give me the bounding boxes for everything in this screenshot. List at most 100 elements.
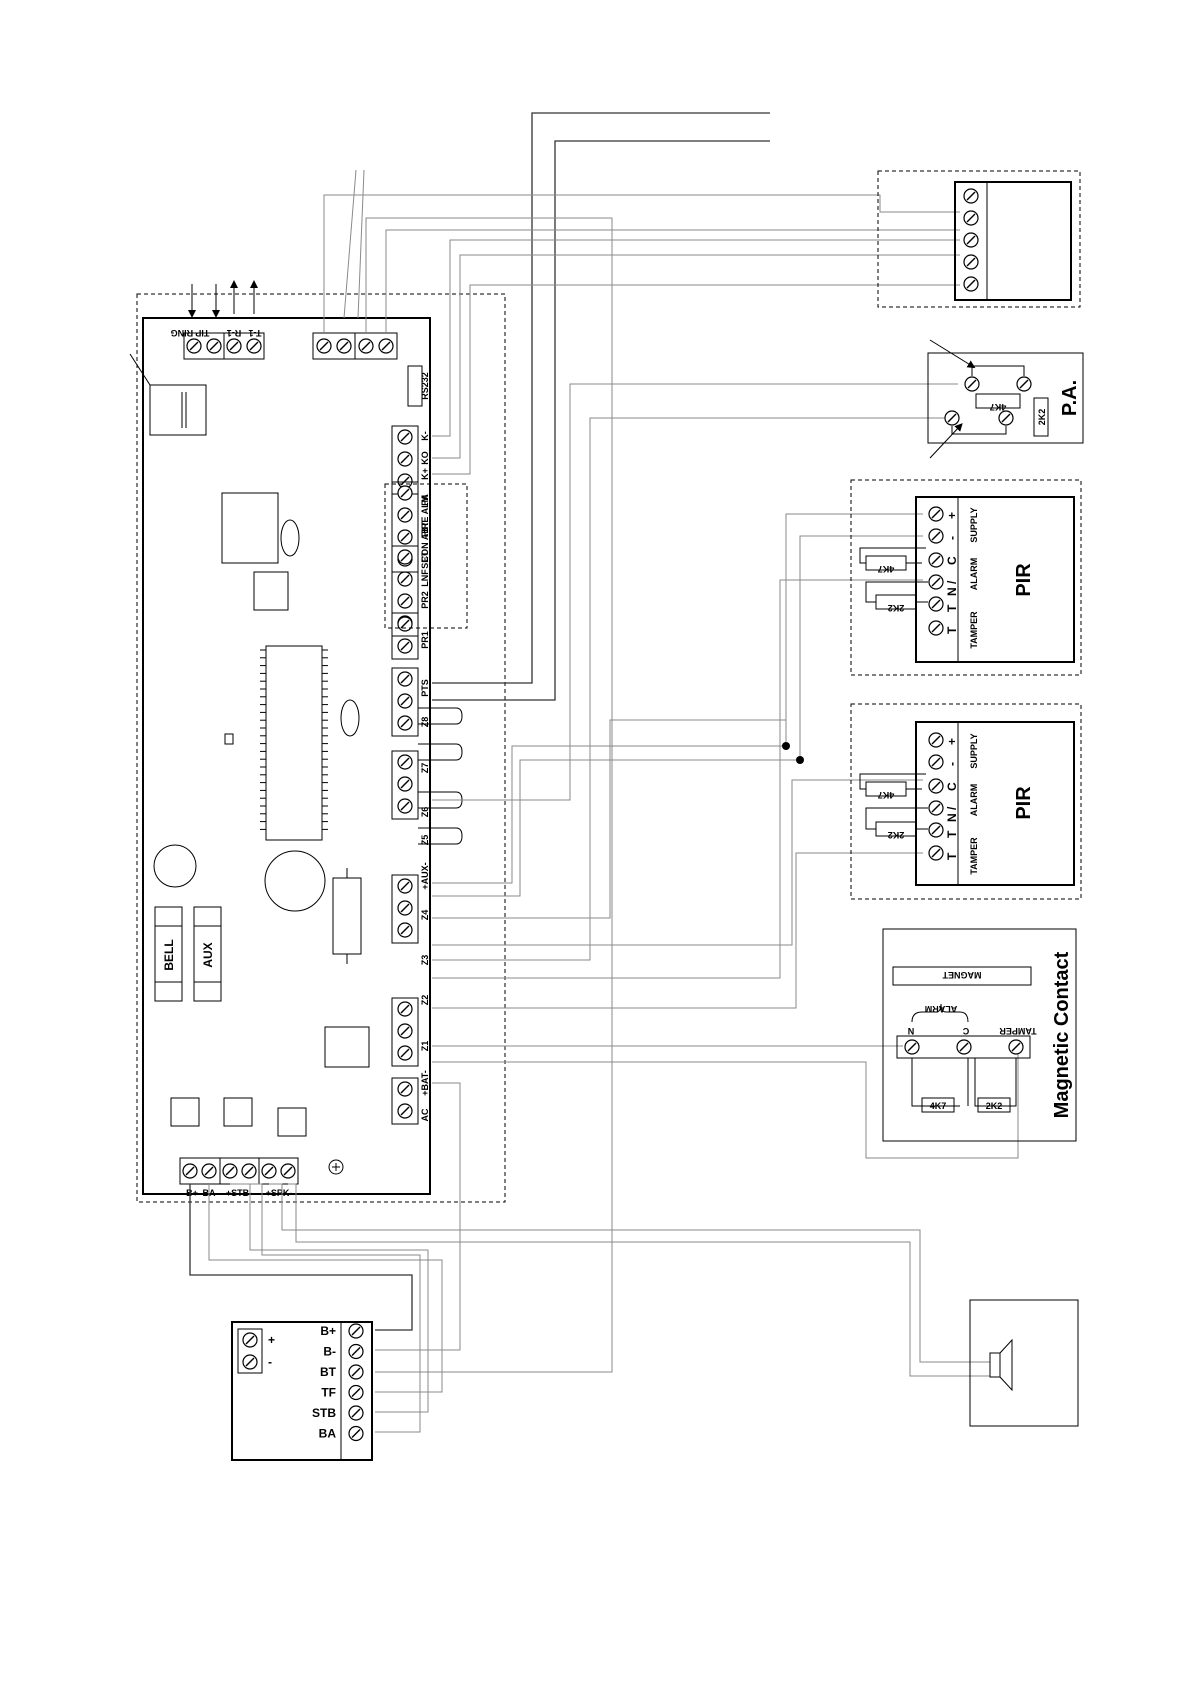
pa-fire-con-set-dashed-group — [384, 483, 468, 629]
control-board: TIP RING R-1 T-1 RS232 B — [129, 280, 506, 1203]
mc-resistor-b: 2K2 — [986, 1101, 1003, 1111]
rs232-label: RS232 — [420, 372, 430, 400]
terminal-label-con-abt: CON ABT — [420, 521, 430, 562]
label-spk: +SPK- — [266, 1188, 293, 1198]
magnet-label: MAGNET — [942, 970, 981, 980]
tamper-label: TAMPER — [999, 1026, 1037, 1036]
board-enclosure — [136, 293, 506, 1203]
siren-terminal-ba: BA — [319, 1427, 337, 1441]
pir1-resistor-a: 4K7 — [878, 564, 895, 574]
pir1-alarm: ALARM — [969, 558, 979, 591]
terminal-label-pr2: PR2 — [420, 591, 430, 609]
mc-resistor-a: 4K7 — [930, 1101, 947, 1111]
siren-terminal-bplus: B+ — [320, 1324, 336, 1338]
pir2-n: N / — [945, 806, 959, 822]
board-microcontroller — [265, 645, 323, 841]
pir-2: PIR + - C N / T T SUPPLY ALARM TAMPER 4K… — [850, 703, 1082, 900]
keypad-module — [877, 170, 1081, 308]
board-battery-cell — [153, 844, 197, 888]
junction-1 — [782, 742, 790, 750]
alarm-label: ALARM — [925, 1004, 958, 1014]
pir1-t1: T — [945, 604, 959, 612]
terminal-label-z7: Z7 — [420, 763, 430, 774]
pir1-tamper: TAMPER — [969, 611, 979, 649]
pir1-supply: SUPPLY — [969, 507, 979, 542]
pir1-n: N / — [945, 580, 959, 596]
fuse-bell-label: BELL — [162, 939, 176, 970]
pir2-plus: + — [945, 738, 959, 745]
fuse-bell — [154, 906, 183, 1002]
label-r1: R-1 — [227, 328, 242, 338]
terminal-label-pr1: PR1 — [420, 631, 430, 649]
terminal-label-fire-alm: FIRE ALM — [420, 495, 430, 537]
board-chip-small — [253, 571, 289, 611]
terminal-label-pts: PTS — [420, 679, 430, 697]
terminal-label--aux-: +AUX- — [420, 862, 430, 889]
board-transformer — [149, 384, 207, 436]
siren-terminal-bt: BT — [320, 1365, 337, 1379]
terminal-label-set: SET — [420, 551, 430, 569]
siren-terminal-stb: STB — [312, 1406, 336, 1420]
label-stb: +STB- — [226, 1188, 252, 1198]
terminal-label-z1: Z1 — [420, 1041, 430, 1052]
terminal-label-z3: Z3 — [420, 955, 430, 966]
pir2-title: PIR — [1013, 786, 1035, 820]
pir1-title: PIR — [1013, 563, 1035, 597]
terminal-label-z2: Z2 — [420, 995, 430, 1006]
board-chip-large — [221, 492, 279, 564]
fuse-aux-label: AUX — [201, 942, 215, 967]
label-tip-ring: TIP RING — [171, 328, 210, 338]
pir2-tamper: TAMPER — [969, 837, 979, 875]
terminal-label-k-: K- — [420, 431, 430, 441]
terminal-label-z6: Z6 — [420, 807, 430, 818]
pir1-plus: + — [945, 512, 959, 519]
terminal-label-z8: Z8 — [420, 717, 430, 728]
board-pcb — [142, 317, 431, 1195]
rs232-port — [407, 365, 423, 407]
board-capacitor — [332, 877, 362, 955]
junction-2 — [796, 756, 804, 764]
wiring — [189, 112, 1019, 1433]
siren-terminal-tf: TF — [321, 1386, 336, 1400]
speaker — [969, 1299, 1079, 1427]
terminal-label-z4: Z4 — [420, 910, 430, 921]
magnetic-contact: Magnetic Contact MAGNET ALARM N C TAMPER… — [882, 928, 1077, 1142]
terminal-label-lnf: LNF — [420, 569, 430, 587]
pir2-c: C — [945, 782, 959, 791]
pir1-resistor-b: 2K2 — [888, 603, 905, 613]
pir1-minus: - — [945, 536, 959, 540]
label-bplus: B+ — [186, 1188, 198, 1198]
terminal-label-z5: Z5 — [420, 835, 430, 846]
pir2-t1: T — [945, 830, 959, 838]
pir2-minus: - — [945, 762, 959, 766]
siren-module: + - B+ B- BT TF STB BA — [231, 1321, 373, 1461]
fuse-aux — [193, 906, 222, 1002]
pa-button: P.A. 2K2 4K7 — [927, 339, 1084, 459]
siren-supply-plus: + — [268, 1333, 275, 1347]
siren-terminal-bplus: B- — [323, 1345, 336, 1359]
terminal-label-ko: KO — [420, 451, 430, 465]
board-buzzer — [264, 850, 326, 912]
magnetic-contact-title: Magnetic Contact — [1051, 951, 1073, 1118]
terminal-label-pa: PA — [420, 494, 430, 506]
pir2-resistor-a: 4K7 — [878, 790, 895, 800]
pir2-t2: T — [945, 852, 959, 860]
pir2-alarm: ALARM — [969, 784, 979, 817]
pir1-c: C — [945, 556, 959, 565]
pir1-t2: T — [945, 626, 959, 634]
pir2-resistor-b: 2K2 — [888, 830, 905, 840]
pir2-supply: SUPPLY — [969, 733, 979, 768]
pir-1: PIR + - C N / T T SUPPLY ALARM TAMPER 4K… — [850, 479, 1082, 676]
pa-resistor-b: 2K2 — [1037, 409, 1047, 426]
contact-c-label: C — [962, 1026, 969, 1036]
terminal-label--bat-: +BAT- — [420, 1070, 430, 1096]
siren-supply-minus: - — [268, 1355, 272, 1369]
label-t1: T-1 — [248, 328, 261, 338]
pa-resistor-a: 4K7 — [990, 402, 1007, 412]
contact-n-label: N — [908, 1026, 915, 1036]
pa-title: P.A. — [1059, 380, 1081, 416]
terminal-label-k-: K+ — [420, 468, 430, 480]
terminal-label-ac: AC — [420, 1108, 430, 1121]
